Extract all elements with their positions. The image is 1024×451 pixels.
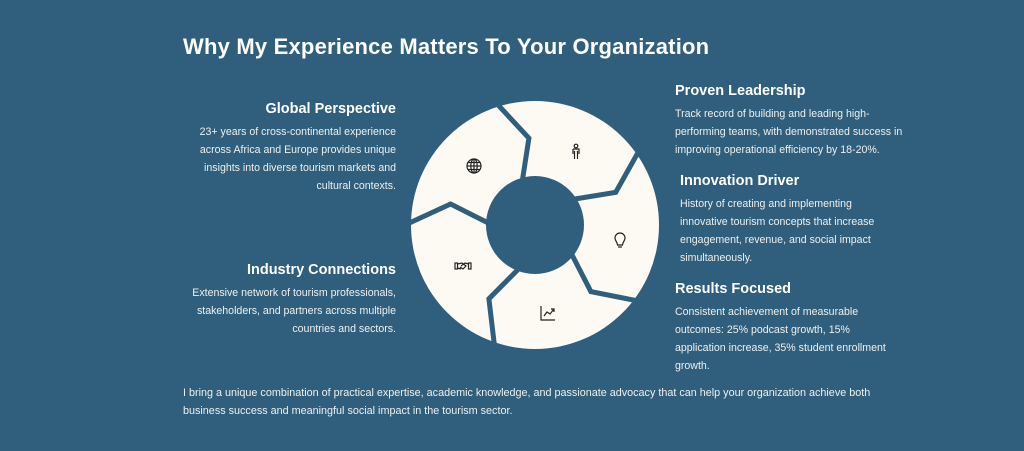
- lightbulb-icon: [614, 232, 626, 248]
- industry-connections-block: Industry Connections Extensive network o…: [175, 262, 396, 338]
- innovation-driver-block: Innovation Driver History of creating an…: [680, 173, 895, 267]
- block-body: Consistent achievement of measurable out…: [675, 306, 886, 372]
- block-title: Global Perspective: [265, 101, 396, 117]
- summary-text: I bring a unique combination of practica…: [183, 387, 871, 417]
- handshake-icon: [454, 262, 472, 270]
- segment-separator: [565, 246, 641, 304]
- block-title: Results Focused: [675, 281, 792, 297]
- block-body: History of creating and implementing inn…: [680, 198, 875, 264]
- block-title: Industry Connections: [246, 262, 396, 278]
- results-focused-block: Results Focused Consistent achievement o…: [675, 281, 890, 375]
- block-body: Track record of building and leading hig…: [675, 108, 903, 156]
- block-body: 23+ years of cross-continental experienc…: [199, 126, 396, 192]
- block-title: Innovation Driver: [680, 173, 800, 189]
- page-title: Why My Experience Matters To Your Organi…: [183, 34, 710, 59]
- person-icon: [572, 143, 580, 159]
- chart-icon: [540, 306, 555, 321]
- segment-separator: [492, 99, 532, 188]
- wheel-center: [486, 176, 584, 274]
- segment-separator: [405, 201, 497, 229]
- experience-wheel: [405, 99, 659, 349]
- segment-separator: [566, 147, 643, 203]
- proven-leadership-block: Proven Leadership Track record of buildi…: [675, 83, 905, 159]
- block-body: Extensive network of tourism professiona…: [192, 287, 396, 335]
- global-perspective-block: Global Perspective 23+ years of cross-co…: [175, 101, 396, 195]
- globe-icon: [466, 158, 482, 174]
- block-title: Proven Leadership: [675, 83, 806, 99]
- segment-separator: [486, 261, 526, 349]
